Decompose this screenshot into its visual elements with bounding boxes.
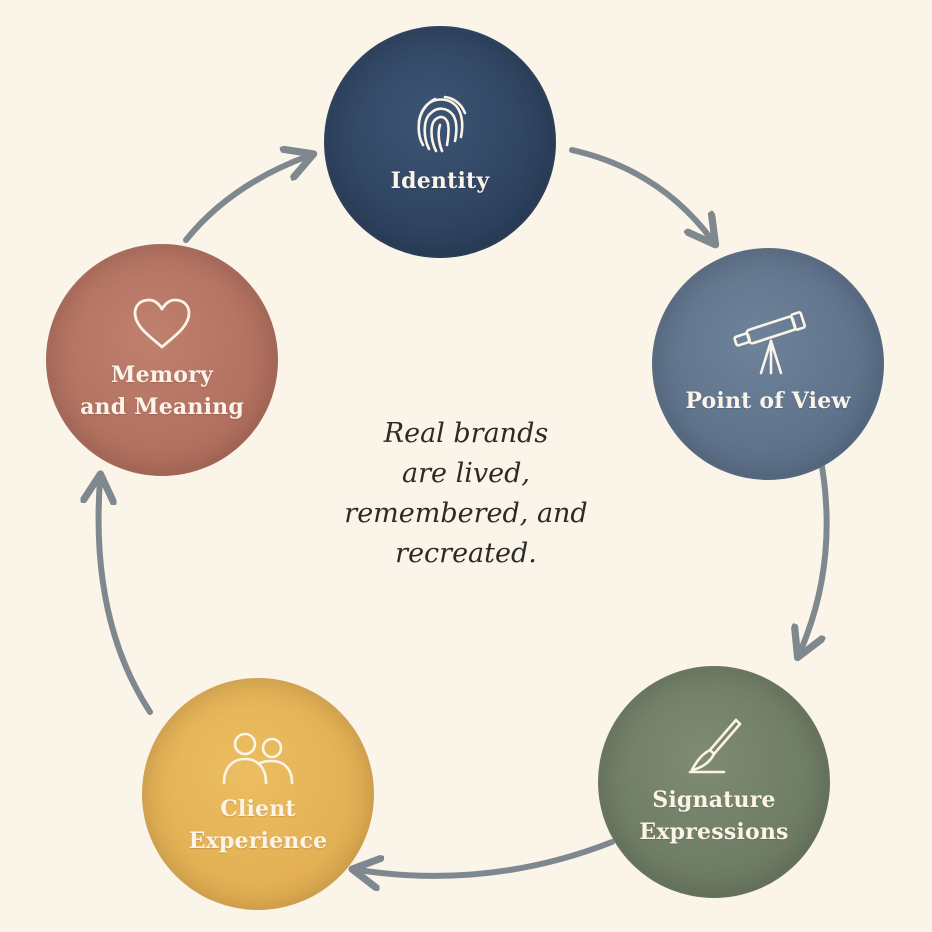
center-message-line: recreated. (395, 538, 537, 569)
signature-expressions-node: Signature Expressions (598, 666, 830, 898)
center-message: Real brands are lived, remembered, and r… (316, 414, 616, 574)
telescope-icon (733, 311, 807, 375)
point-of-view-node: Point of View (652, 248, 884, 480)
arrow-signature-to-client (358, 839, 615, 876)
center-message-line: remembered, and (344, 498, 588, 529)
arrow-client-to-memory (99, 480, 153, 715)
fingerprint-icon (417, 95, 467, 153)
arrow-pov-to-signature (800, 452, 830, 652)
center-message-line: Real brands (383, 418, 549, 449)
arrow-identity-to-pov (569, 147, 712, 240)
point-of-view-label: Point of View (685, 388, 851, 414)
identity-node: Identity (324, 26, 556, 258)
memory-and-meaning-label: Memory and Meaning (80, 362, 244, 420)
client-experience-label: Client Experience (188, 796, 328, 854)
signature-expressions-label: Signature Expressions (639, 787, 789, 845)
arrow-memory-to-identity (183, 156, 308, 243)
people-icon (222, 732, 294, 785)
identity-label: Identity (390, 168, 490, 194)
heart-icon (133, 298, 191, 349)
center-message-line: are lived, (402, 458, 530, 489)
paintbrush-icon (688, 718, 742, 774)
memory-and-meaning-node: Memory and Meaning (46, 244, 278, 476)
client-experience-node: Client Experience (142, 678, 374, 910)
